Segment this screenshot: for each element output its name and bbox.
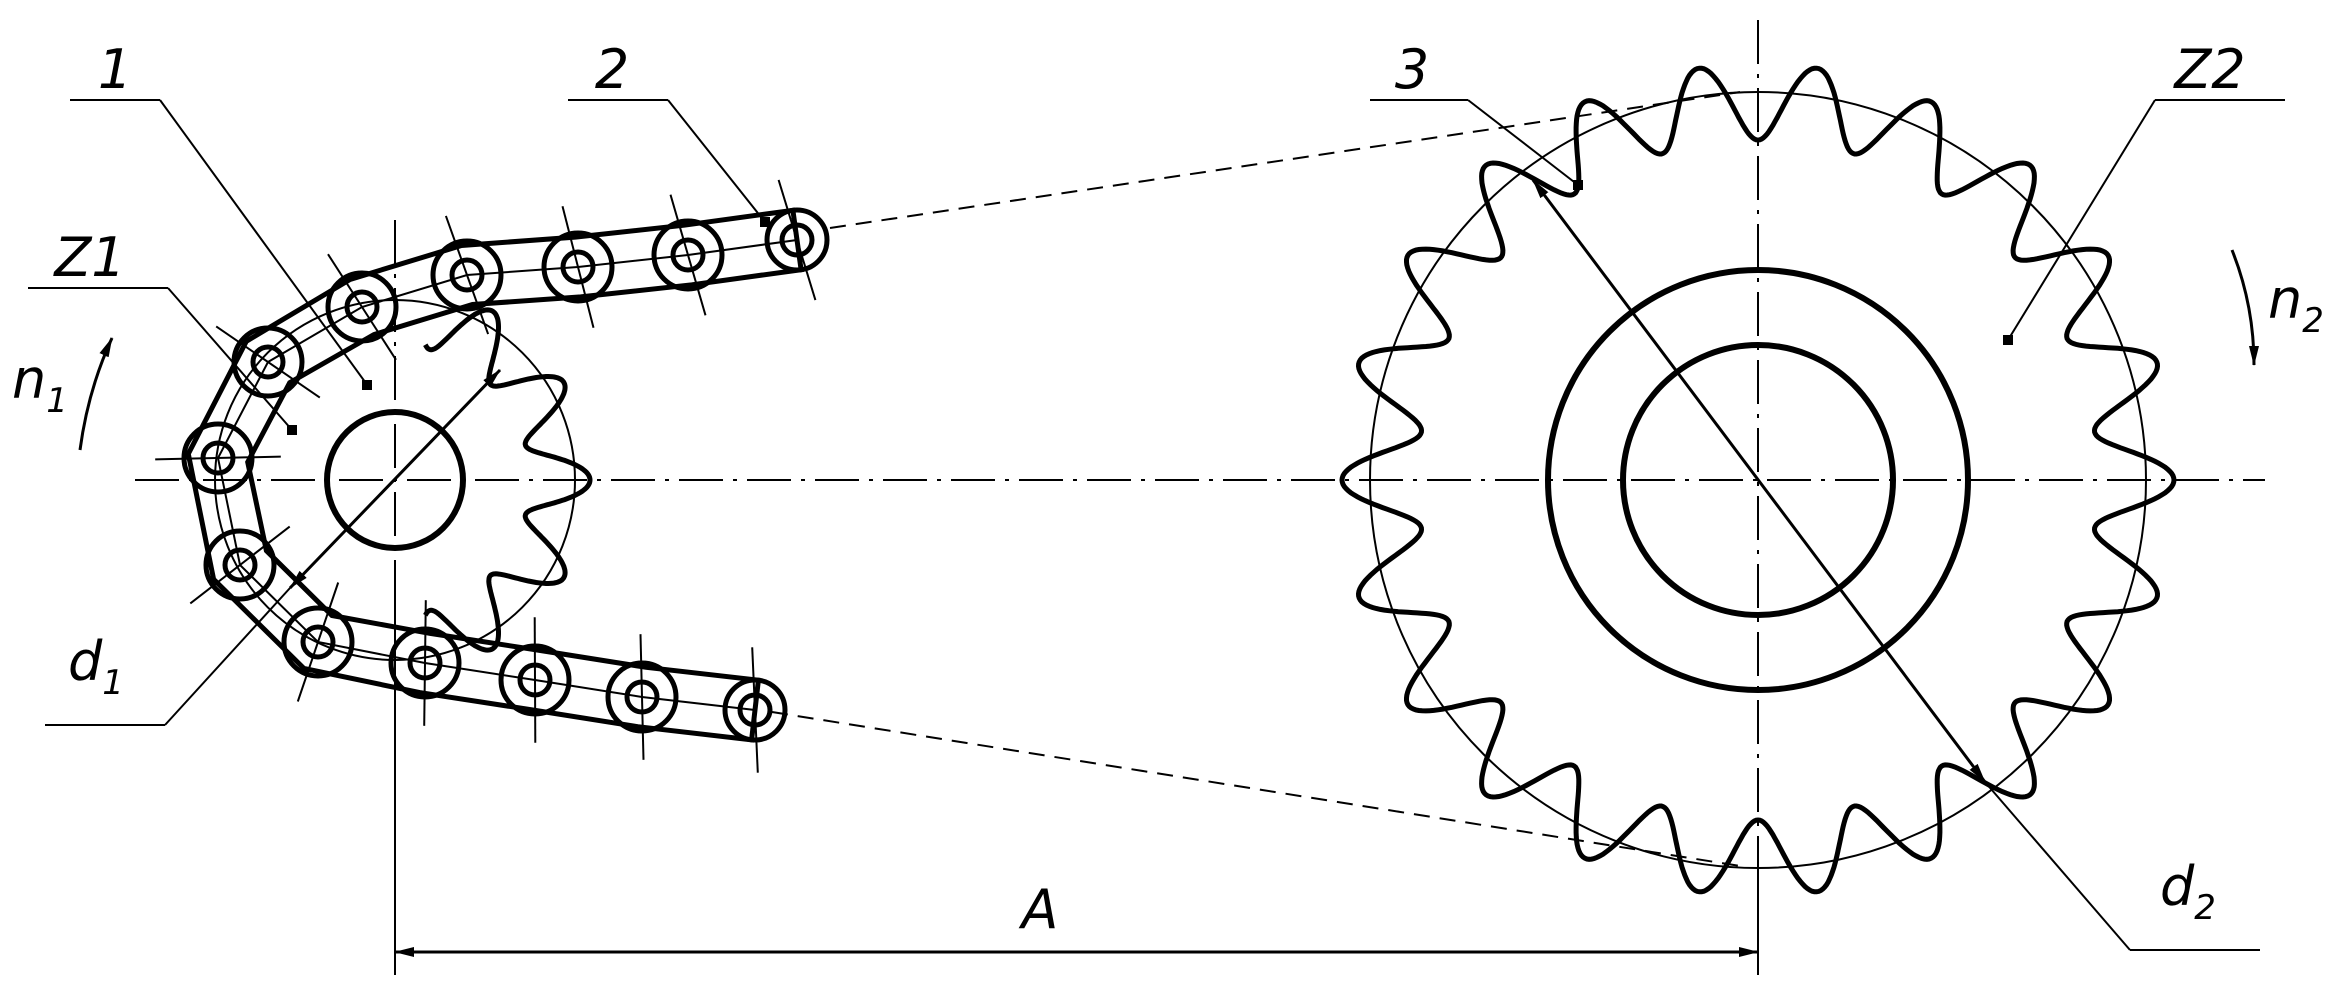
sprocket-2-teeth-outline [1339,65,2177,895]
chain-roller [281,605,355,679]
leader-3-dot [1573,180,1583,190]
roller-chain [155,179,830,773]
d1-symbol: d [68,630,103,693]
chain-roller [651,218,725,292]
leader-z2-dot [2003,335,2013,345]
leader-1-line [159,99,369,387]
chain-pin-mark [669,194,707,316]
leader-1-dot [362,380,372,390]
chain-pin-mark [639,634,645,760]
chain-pin-mark [296,582,340,702]
chain-pin [560,249,596,285]
chain-pin [250,344,286,380]
center-lines [135,20,2265,955]
center-distance-dimension: A [394,560,1759,975]
d1-dimension-arrow [288,368,502,590]
sprocket-1-label: Z1 [52,226,125,289]
item-label-3: 3 [1395,38,1429,101]
chain-pin [449,257,485,293]
chain-pin [344,289,380,325]
chain-roller [541,230,615,304]
chain-pin [300,624,336,660]
chain-pin-mark [777,179,817,301]
center-distance-label: A [1019,878,1059,941]
chain-roller [325,270,399,344]
leader-2-line [667,99,766,223]
chain-rollers [181,207,830,743]
speed-n2-subscript: 2 [2302,301,2324,341]
pitch-diameter-d2-label: d2 [2160,855,2216,928]
d2-dimension-arrow [1531,179,1987,783]
chain-outer-contour [185,207,804,743]
d1-subscript: 1 [102,663,124,703]
chain-lower-dashed-line [771,711,1741,867]
leader-d1-line [164,587,291,726]
chain-pin [779,222,815,258]
chain-continuation [771,91,1741,867]
leader-z2-line [2007,99,2156,341]
chain-pin-mark [327,253,397,361]
chain-roller [722,677,788,743]
chain-roller [430,238,504,312]
sprocket-1-teeth-outline [423,307,593,653]
leader-3-line [1467,99,1579,186]
d2-leader-line [1984,781,2131,951]
chain-pin-mark [561,205,595,329]
chain-roller [764,207,830,273]
chain-pin-mark [155,455,281,461]
pitch-diameter-d1-label: d1 [68,630,124,703]
chain-upper-dashed-line [829,91,1741,229]
item-label-1: 1 [98,38,132,101]
leader-2-dot [760,217,770,227]
rotation-arrows [78,249,2259,451]
speed-n1-subscript: 1 [46,381,68,421]
chain-roller [203,528,277,602]
chain-pin-mark [751,647,759,773]
chain-pin-mark [189,525,291,605]
chain-pin-mark [444,215,490,335]
d2-subscript: 2 [2194,888,2216,928]
leader-z1-line [167,287,293,431]
sprocket-2-pitch-circle [1369,91,2147,869]
chain-roller [231,325,305,399]
item-label-2: 2 [595,38,629,101]
speed-n1-label: n1 [12,348,68,421]
rotation-arrow-n2 [2230,249,2259,366]
chain-pin-mark [423,600,427,726]
rotation-arrow-n1 [78,337,114,451]
chain-pin [222,547,258,583]
chain-pin-mark [533,617,537,743]
labels: 1 2 3 Z2 Z1 n1 n2 d1 d2 [12,38,2324,928]
pitch-diameter-dimensions [288,179,2260,951]
speed-n2-label: n2 [2268,268,2324,341]
item-leaders [28,99,2285,726]
speed-n2-symbol: n [2268,268,2302,331]
sprocket-2-label: Z2 [2172,38,2245,101]
speed-n1-symbol: n [12,348,46,411]
d2-symbol: d [2160,855,2195,918]
chain-pin [670,237,706,273]
leader-z1-dot [287,425,297,435]
